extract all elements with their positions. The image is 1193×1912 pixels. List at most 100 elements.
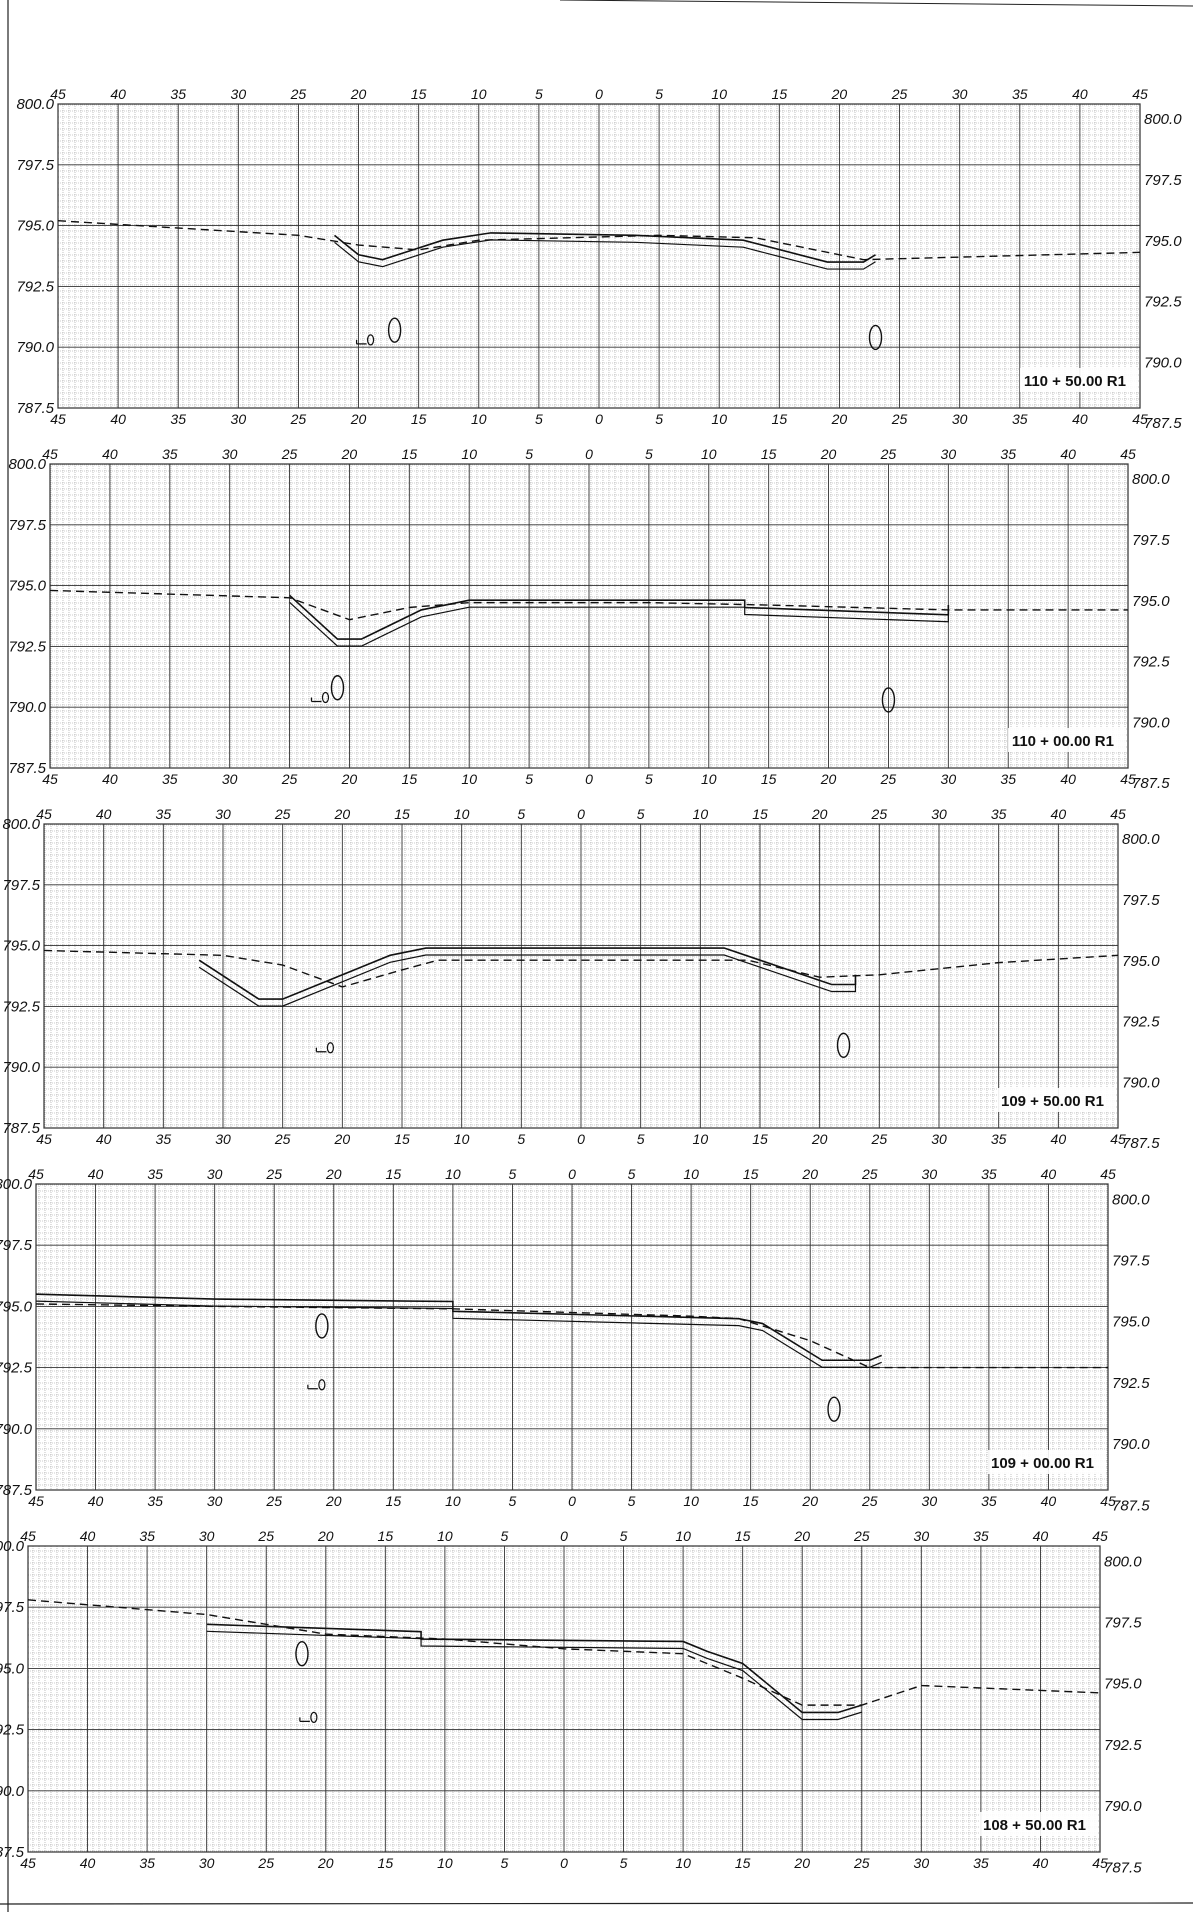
offset-label-bottom: 5 — [517, 1131, 525, 1147]
offset-label-bottom: 15 — [378, 1855, 394, 1871]
station-label-bg — [1008, 728, 1126, 752]
offset-label-bottom: 20 — [350, 411, 367, 427]
proposed-section-line — [334, 232, 876, 263]
offset-label-top: 5 — [509, 1166, 517, 1182]
offset-label-top: 5 — [501, 1528, 509, 1544]
offset-label-top: 30 — [207, 1166, 223, 1182]
offset-label-bottom: 35 — [1000, 771, 1016, 787]
elevation-label-right: 797.5 — [1132, 532, 1170, 549]
offset-label-bottom: 45 — [1092, 1855, 1108, 1871]
section-panel: 800.0800.0797.5797.5795.0795.0792.5792.5… — [0, 1528, 1142, 1876]
elevation-label-right: 800.0 — [1132, 471, 1170, 488]
elevation-label-left: 792.5 — [16, 278, 54, 295]
elevation-label-left: 795.0 — [16, 218, 54, 235]
section-panel: 800.0800.0797.5797.5795.0795.0792.5792.5… — [16, 86, 1182, 432]
offset-label-top: 30 — [222, 446, 238, 462]
offset-label-bottom: 10 — [711, 411, 727, 427]
elevation-label-right: 792.5 — [1122, 1014, 1160, 1031]
elevation-label-left: 792.5 — [0, 1360, 33, 1377]
offset-label-top: 30 — [231, 86, 247, 102]
offset-label-top: 0 — [595, 86, 603, 102]
elevation-label-right: 787.5 — [1132, 775, 1170, 792]
offset-label-bottom: 35 — [973, 1855, 989, 1871]
offset-label-top: 0 — [560, 1528, 568, 1544]
offset-label-top: 10 — [675, 1528, 691, 1544]
sheet-border-bottom — [0, 1902, 1193, 1905]
elevation-label-left: 795.0 — [2, 938, 40, 955]
marker-tick — [315, 1047, 327, 1053]
station-label-bg — [1020, 368, 1138, 392]
offset-label-bottom: 15 — [394, 1131, 410, 1147]
offset-label-top: 45 — [1092, 1528, 1108, 1544]
offset-label-top: 40 — [102, 446, 118, 462]
station-label-bg — [998, 1088, 1116, 1112]
offset-label-top: 10 — [711, 86, 727, 102]
proposed-section-subgrade — [289, 601, 949, 647]
elevation-label-right: 792.5 — [1112, 1375, 1150, 1392]
elevation-label-left: 797.5 — [16, 157, 54, 174]
existing-ground-line — [27, 1599, 1101, 1706]
elevation-label-right: 787.5 — [1104, 1859, 1142, 1876]
elevation-label-left: 800.0 — [0, 1176, 33, 1193]
offset-label-bottom: 5 — [620, 1855, 628, 1871]
offset-label-bottom: 40 — [110, 411, 126, 427]
offset-label-top: 15 — [411, 86, 427, 102]
proposed-section-line — [206, 1623, 863, 1714]
offset-label-top: 5 — [535, 86, 543, 102]
offset-label-top: 5 — [637, 806, 645, 822]
station-label: 110 + 00.00 R1 — [1012, 733, 1114, 750]
offset-label-bottom: 30 — [941, 771, 957, 787]
elevation-label-right: 797.5 — [1144, 172, 1182, 189]
offset-label-top: 20 — [341, 446, 358, 462]
offset-label-bottom: 45 — [1110, 1131, 1126, 1147]
offset-label-bottom: 35 — [991, 1131, 1007, 1147]
offset-label-top: 35 — [1000, 446, 1016, 462]
offset-label-bottom: 30 — [931, 1131, 947, 1147]
offset-label-top: 35 — [139, 1528, 155, 1544]
offset-label-bottom: 40 — [102, 771, 118, 787]
elevation-label-left: 800.0 — [2, 816, 40, 833]
offset-label-bottom: 10 — [445, 1493, 461, 1509]
offset-label-top: 10 — [461, 446, 477, 462]
elevation-label-left: 790.0 — [8, 699, 46, 716]
offset-label-bottom: 35 — [1012, 411, 1028, 427]
offset-label-top: 20 — [350, 86, 367, 102]
offset-label-top: 30 — [199, 1528, 215, 1544]
offset-label-top: 0 — [585, 446, 593, 462]
elevation-label-right: 790.0 — [1132, 714, 1170, 731]
offset-label-top: 25 — [257, 1528, 274, 1544]
offset-label-bottom: 0 — [568, 1493, 576, 1509]
offset-label-top: 15 — [772, 86, 788, 102]
proposed-section-subgrade — [334, 239, 876, 270]
offset-label-bottom: 25 — [880, 771, 897, 787]
offset-label-top: 20 — [793, 1528, 810, 1544]
offset-label-bottom: 45 — [36, 1131, 52, 1147]
offset-label-top: 0 — [577, 806, 585, 822]
marker-tick — [299, 1717, 310, 1722]
offset-label-top: 30 — [922, 1166, 938, 1182]
offset-label-top: 25 — [861, 1166, 878, 1182]
elevation-label-left: 795.0 — [0, 1660, 25, 1677]
elevation-label-right: 792.5 — [1144, 294, 1182, 311]
station-label: 108 + 50.00 R1 — [983, 1817, 1086, 1834]
offset-label-bottom: 25 — [861, 1493, 878, 1509]
offset-label-top: 30 — [941, 446, 957, 462]
elevation-label-left: 795.0 — [8, 578, 46, 595]
elevation-label-right: 795.0 — [1132, 593, 1170, 610]
offset-label-bottom: 45 — [1120, 771, 1136, 787]
offset-label-bottom: 25 — [281, 771, 298, 787]
offset-label-top: 35 — [147, 1166, 163, 1182]
offset-label-top: 20 — [334, 806, 351, 822]
offset-label-top: 20 — [820, 446, 837, 462]
marker-tick — [310, 697, 322, 703]
offset-label-bottom: 25 — [853, 1855, 870, 1871]
offset-label-top: 35 — [981, 1166, 997, 1182]
proposed-section-subgrade — [206, 1630, 862, 1721]
offset-label-bottom: 45 — [28, 1493, 44, 1509]
station-label: 110 + 50.00 R1 — [1024, 373, 1126, 390]
elevation-label-left: 792.5 — [8, 638, 46, 655]
small-point-marker — [321, 691, 330, 704]
offset-label-top: 15 — [752, 806, 768, 822]
elevation-label-left: 792.5 — [2, 998, 40, 1015]
offset-label-bottom: 20 — [325, 1493, 342, 1509]
